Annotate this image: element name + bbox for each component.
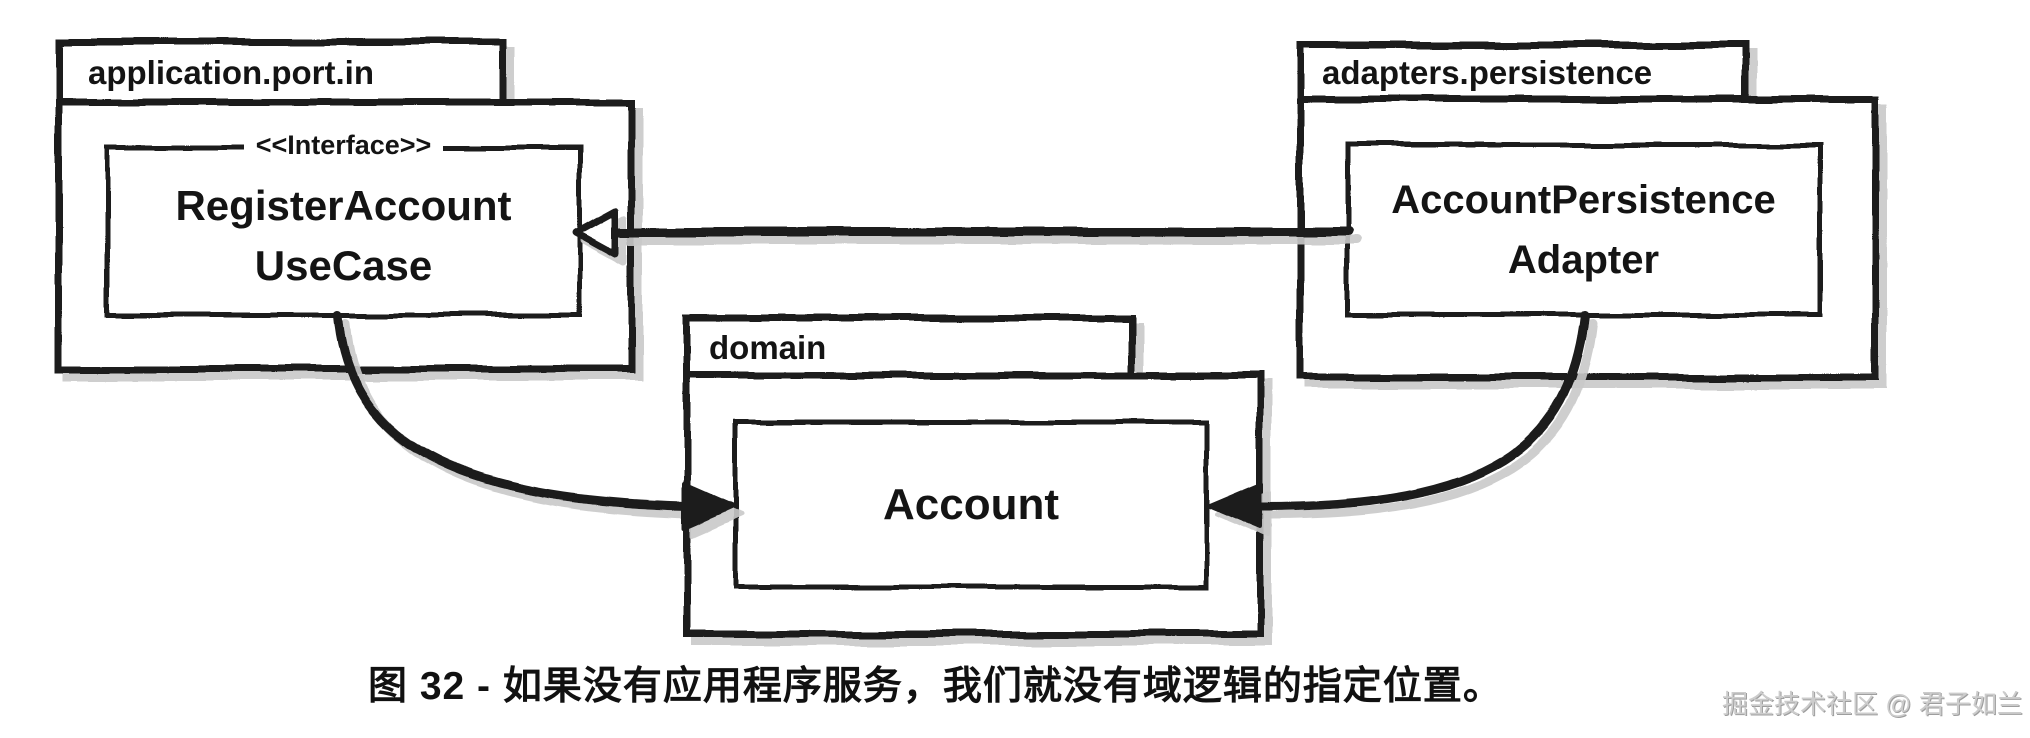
class-name-account: Account <box>736 422 1206 587</box>
interface-stereotype-label: <<Interface>> <box>243 130 444 161</box>
figure-caption: 图 32 - 如果没有应用程序服务，我们就没有域逻辑的指定位置。 <box>368 665 1503 708</box>
arrow-line-adapter-to-account <box>1257 310 1590 512</box>
open-arrowhead-icon <box>572 206 620 258</box>
filled-arrowhead-right-icon <box>682 482 736 530</box>
relationship-arrows <box>333 206 1590 530</box>
filled-arrowhead-left-icon <box>1206 482 1262 530</box>
package-label-adapters-persistence: adapters.persistence <box>1322 54 1653 91</box>
package-label-domain: domain <box>709 328 827 366</box>
package-tab-adapters-persistence <box>1296 41 1749 105</box>
class-name-account-persistence-adapter: AccountPersistence Adapter <box>1347 145 1820 315</box>
class-box-account <box>733 419 1209 590</box>
package-label-application-port-in: application.port.in <box>88 53 374 91</box>
stereotype-wrap: <<Interface>> <box>107 130 580 161</box>
class-name-line: Account <box>883 479 1059 529</box>
class-name-line: AccountPersistence <box>1391 178 1776 222</box>
class-name-register-account-usecase: RegisterAccount UseCase <box>107 156 580 315</box>
class-name-line: UseCase <box>254 241 433 289</box>
class-name-line: RegisterAccount <box>175 181 512 229</box>
arrow-line-usecase-to-account <box>333 310 691 511</box>
class-name-line: Adapter <box>1507 238 1660 282</box>
watermark-text: 掘金技术社区 @ 君子如兰 <box>1722 689 2023 719</box>
